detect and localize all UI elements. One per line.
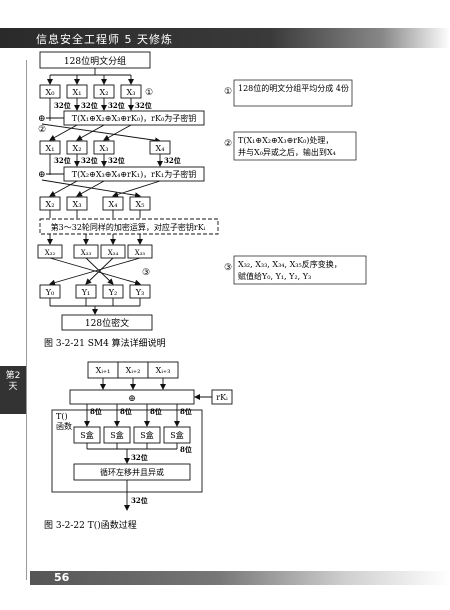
note-1-text: 128位的明文分组平均分成 4份 (238, 83, 349, 93)
block-x1-label: X₁ (73, 88, 82, 97)
rounds-note: 第3～32轮同样的加密运算，对应子密钥rKᵢ (51, 222, 206, 232)
footer-band (30, 571, 450, 585)
t-function-label-line-1: T() (56, 412, 68, 421)
input-xi3-label: Xᵢ₊₃ (156, 366, 171, 375)
note-marker-2: ② (224, 139, 232, 149)
sbox-1-label: S盒 (80, 430, 93, 440)
bits8-label: 8位 (180, 445, 192, 454)
page-number: 56 (54, 571, 70, 584)
shift-x3 (103, 124, 132, 141)
bits-label: 32位 (81, 156, 98, 165)
note-3-line-1: X₃₂, X₃₃, X₃₄, X₃₅反序变换， (238, 259, 342, 269)
bits-label: 32位 (54, 101, 71, 110)
block-x3-label: X₃ (73, 200, 82, 209)
header-band (0, 28, 450, 48)
sbox-3-label: S盒 (140, 430, 153, 440)
figure-1-caption: 图 3-2-21 SM4 算法详细说明 (44, 337, 166, 349)
ciphertext-box-label: 128位密文 (85, 317, 129, 329)
note-3-box (233, 255, 367, 285)
block-x5-label: X₅ (136, 200, 145, 209)
bits-label: 32位 (81, 101, 98, 110)
marker-3: ③ (142, 268, 150, 278)
block-x3-label: X₃ (100, 144, 109, 153)
block-x0-label: X₀ (46, 88, 55, 97)
t-function-diagram: Xᵢ₊₁ Xᵢ₊₂ Xᵢ₊₃ ⊕ rKᵢ T() 函数 8位 8位 8位 8位 … (44, 361, 233, 531)
note-2-line-2: 并与X₀异或之后，输出到X₄ (238, 147, 336, 157)
round1-output-to-x4 (41, 123, 161, 144)
note-3-line-2: 赋值给Y₀, Y₁, Y₂, Y₃ (238, 271, 311, 281)
block-x33-label: X₃₃ (81, 249, 92, 257)
bits32-label: 32位 (131, 453, 148, 462)
bits8-label: 8位 (180, 407, 192, 416)
round2-formula: T(X₂⊕X₃⊕X₄⊕rK₁)，rK₁为子密钥 (72, 169, 196, 179)
block-y1-label: Y₁ (81, 288, 91, 297)
shift-x2 (76, 124, 105, 141)
bits8-label: 8位 (150, 407, 162, 416)
sbox-4-label: S盒 (170, 430, 183, 440)
note-2-box (233, 131, 357, 161)
round1-formula: T(X₁⊕X₂⊕X₃⊕rK₀)，rK₀为子密钥 (72, 113, 196, 123)
margin-rule (26, 60, 27, 580)
block-y3-label: Y₃ (135, 288, 145, 297)
block-x35-label: X₃₅ (135, 249, 146, 257)
block-y0-label: Y₀ (45, 288, 55, 297)
marker-2: ② (38, 125, 46, 135)
xor-symbol: ⊕ (38, 170, 46, 180)
t-function-label-line-2: 函数 (56, 421, 72, 431)
input-xi1-label: Xᵢ₊₁ (96, 366, 111, 375)
shift-x1 (49, 124, 78, 141)
block-x34-label: X₃₄ (108, 249, 119, 257)
ciphertext-box (61, 314, 153, 331)
shift-x3 (76, 180, 105, 197)
shift-x2 (49, 180, 78, 197)
note-marker-3: ③ (224, 263, 232, 273)
reverse-x35-y0 (49, 257, 141, 286)
block-x1-label: X₁ (46, 144, 55, 153)
bits-label: 32位 (135, 101, 152, 110)
block-x32-label: X₃₂ (45, 249, 56, 257)
figure-2-caption: 图 3-2-22 T()函数过程 (44, 519, 137, 531)
block-x2-label: X₂ (73, 144, 82, 153)
rotate-xor-label: 循环左移并且异或 (100, 467, 164, 477)
chapter-side-tab-label: 第2天 (5, 371, 21, 392)
chapter-side-tab (0, 366, 26, 414)
block-x4-label: X₄ (109, 200, 118, 209)
bits-label: 32位 (164, 156, 181, 165)
reverse-x34-y1 (85, 257, 114, 285)
xor-symbol: ⊕ (38, 114, 46, 124)
note-2-line-1: T(X₁⊕X₂⊕X₃⊕rK₀)处理， (238, 135, 333, 145)
bits8-label: 8位 (90, 407, 102, 416)
block-y2-label: Y₂ (108, 288, 118, 297)
bits8-label: 8位 (120, 407, 132, 416)
block-x2-label: X₂ (46, 200, 55, 209)
xor-symbol: ⊕ (128, 394, 136, 404)
bits-label: 32位 (108, 156, 125, 165)
rounds-3-32-box (39, 218, 219, 235)
running-header-title: 信息安全工程师 5 天修炼 (36, 33, 173, 46)
marker-1: ① (145, 88, 153, 98)
bits32-label: 32位 (131, 496, 148, 505)
note-marker-1: ① (224, 87, 232, 97)
sbox-2-label: S盒 (110, 430, 123, 440)
bits-label: 32位 (108, 101, 125, 110)
round-key-label: rKᵢ (216, 393, 228, 402)
block-x3-label: X₃ (127, 88, 136, 97)
note-1-box (233, 79, 353, 107)
input-xi2-label: Xᵢ₊₂ (126, 366, 141, 375)
block-x4-label: X₄ (156, 144, 165, 153)
rotate-xor-box (73, 463, 191, 481)
bits-label: 32位 (54, 156, 71, 165)
sm4-flow-diagram: 128位明文分组 X₀ X₁ X₂ X₃ ① 32位 32位 32位 32位 T… (37, 51, 367, 349)
block-x2-label: X₂ (100, 88, 109, 97)
plaintext-box-label: 128位明文分组 (64, 55, 126, 67)
shift-x4 (112, 180, 161, 198)
